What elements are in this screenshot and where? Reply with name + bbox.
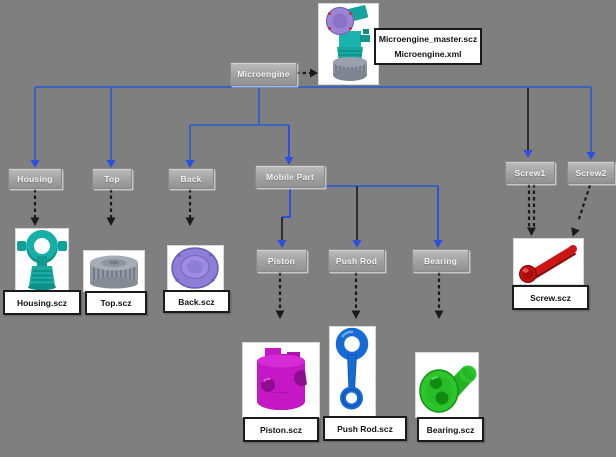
file-label-bearing-text: Bearing.scz	[426, 424, 475, 435]
file-label-piston-text: Piston.scz	[259, 424, 303, 435]
microengine-image-box	[318, 3, 379, 85]
blk-arrowhead-screw1	[527, 227, 536, 236]
master-files-label: Microengine_master.scz Microengine.xml	[374, 28, 482, 65]
edge-piston-jog	[282, 186, 291, 218]
node-piston: Piston	[256, 249, 307, 272]
arrowhead-piston	[277, 240, 287, 248]
file-label-screw: Screw.scz	[512, 285, 589, 310]
arrowhead-screw1	[523, 150, 533, 158]
blk-arrowhead-root	[310, 68, 318, 78]
node-microengine-label: Microengine	[237, 69, 290, 79]
screw-part-icon	[519, 245, 577, 283]
blk-arrowhead-screw2	[571, 227, 580, 237]
piston-part-icon	[257, 348, 319, 410]
arrowhead-pushrod	[352, 240, 362, 248]
file-label-top-text: Top.scz	[100, 298, 132, 308]
arrowhead-mobile-part	[284, 157, 294, 165]
file-label-bearing: Bearing.scz	[417, 417, 484, 442]
node-bearing: Bearing	[412, 249, 469, 272]
node-back: Back	[168, 168, 214, 189]
piston-image-box	[242, 342, 320, 418]
node-screw1-label: Screw1	[514, 167, 546, 178]
node-mobile-part-label: Mobile Part	[265, 171, 314, 182]
arrowhead-bearing	[433, 240, 443, 248]
file-label-screw-text: Screw.scz	[530, 292, 571, 303]
file-label-pushrod-text: Push Rod.scz	[337, 423, 393, 434]
node-push-rod-label: Push Rod	[335, 255, 378, 266]
housing-part-icon	[17, 230, 67, 291]
screw-image-box	[513, 238, 584, 285]
blk-arrowhead-top	[106, 217, 116, 226]
node-screw2: Screw2	[567, 161, 615, 184]
back-image-box	[167, 245, 224, 292]
node-piston-label: Piston	[267, 255, 296, 266]
node-top-label: Top	[104, 173, 120, 184]
bearing-part-icon	[419, 365, 477, 413]
arrowhead-back	[185, 160, 195, 168]
push-rod-part-icon	[335, 327, 369, 410]
blk-arrowhead-bearing	[434, 310, 444, 319]
file-label-housing: Housing.scz	[3, 290, 81, 315]
back-part-icon	[171, 247, 219, 289]
dashed-screw2	[576, 184, 592, 223]
node-screw1: Screw1	[505, 161, 555, 184]
housing-image-box	[15, 228, 69, 292]
arrowhead-housing	[30, 160, 40, 168]
node-back-label: Back	[180, 173, 202, 184]
microengine-part-icon	[325, 5, 370, 81]
file-label-back: Back.scz	[163, 290, 230, 313]
top-image-box	[83, 250, 145, 292]
master-file-scz: Microengine_master.scz	[378, 34, 478, 45]
node-microengine: Microengine	[230, 62, 297, 86]
file-label-pushrod: Push Rod.scz	[323, 416, 407, 441]
node-push-rod: Push Rod	[328, 249, 385, 272]
file-label-piston: Piston.scz	[243, 417, 319, 442]
file-label-housing-text: Housing.scz	[16, 297, 68, 308]
arrowhead-top	[106, 160, 116, 168]
node-top: Top	[92, 168, 132, 189]
arrowhead-screw2	[586, 152, 596, 160]
pushrod-image-box	[329, 326, 376, 418]
file-label-top: Top.scz	[85, 291, 147, 315]
node-bearing-label: Bearing	[423, 255, 458, 266]
node-housing: Housing	[8, 168, 62, 189]
node-housing-label: Housing	[17, 173, 53, 184]
blk-arrowhead-pushrod	[351, 310, 361, 319]
top-part-icon	[90, 255, 138, 289]
blk-arrowhead-back	[185, 217, 195, 226]
file-label-back-text: Back.scz	[178, 296, 215, 307]
bearing-image-box	[415, 352, 479, 418]
blk-arrowhead-housing	[30, 217, 40, 226]
node-mobile-part: Mobile Part	[255, 165, 325, 188]
node-screw2-label: Screw2	[575, 167, 607, 178]
master-file-xml: Microengine.xml	[394, 48, 462, 59]
blk-arrowhead-piston	[275, 310, 285, 319]
